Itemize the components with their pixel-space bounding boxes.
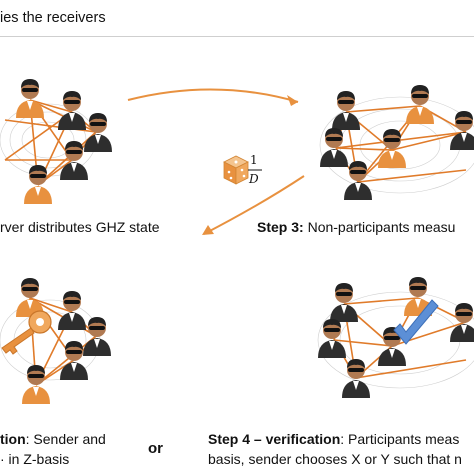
fraction-numerator: 1 [250, 153, 258, 167]
checkmark-icon [393, 299, 439, 345]
arrow-top [127, 88, 299, 103]
participant-icon [24, 165, 52, 204]
participant-icon [406, 85, 434, 124]
caption-bottom-right-line2: basis, sender chooses X or Y such that n [208, 451, 462, 467]
participant-icon [58, 91, 86, 130]
caption-bottom-left-line2: · in Z-basis [0, 451, 70, 467]
caption-top-left: rver distributes GHZ state [0, 219, 160, 235]
caption-bl-text: : Sender and [25, 431, 106, 447]
network-top-right [319, 85, 474, 200]
header-title: ies the receivers [0, 10, 106, 26]
network-bottom-right [317, 277, 474, 398]
caption-top-right: Step 3: Non-participants measu [257, 219, 455, 235]
header-bar [0, 0, 474, 37]
or-connector: or [148, 440, 163, 457]
participant-icon [58, 291, 86, 330]
network-bottom-left [0, 278, 111, 404]
key-icon [1, 310, 52, 355]
caption-bottom-left-line1: tion: Sender and [0, 431, 106, 447]
participant-icon [450, 111, 474, 150]
caption-step3-text: Non-participants measu [303, 219, 456, 235]
participant-icon [84, 113, 112, 152]
arrow-diagonal [203, 175, 305, 235]
caption-step4-text: : Participants meas [340, 431, 460, 447]
dice-icon [223, 155, 249, 185]
participant-icon [16, 79, 44, 118]
caption-step4-label: Step 4 – verification [208, 431, 341, 447]
caption-bottom-right-line1: Step 4 – verification: Participants meas [208, 431, 459, 447]
network-top-left [0, 79, 112, 204]
fraction-denominator: D [249, 172, 259, 186]
caption-step3-label: Step 3: [257, 219, 304, 235]
participant-icon [83, 317, 111, 356]
participant-icon [342, 359, 370, 398]
participant-icon [450, 303, 474, 342]
caption-bl-label: tion [0, 431, 26, 447]
participant-icon [22, 365, 50, 404]
